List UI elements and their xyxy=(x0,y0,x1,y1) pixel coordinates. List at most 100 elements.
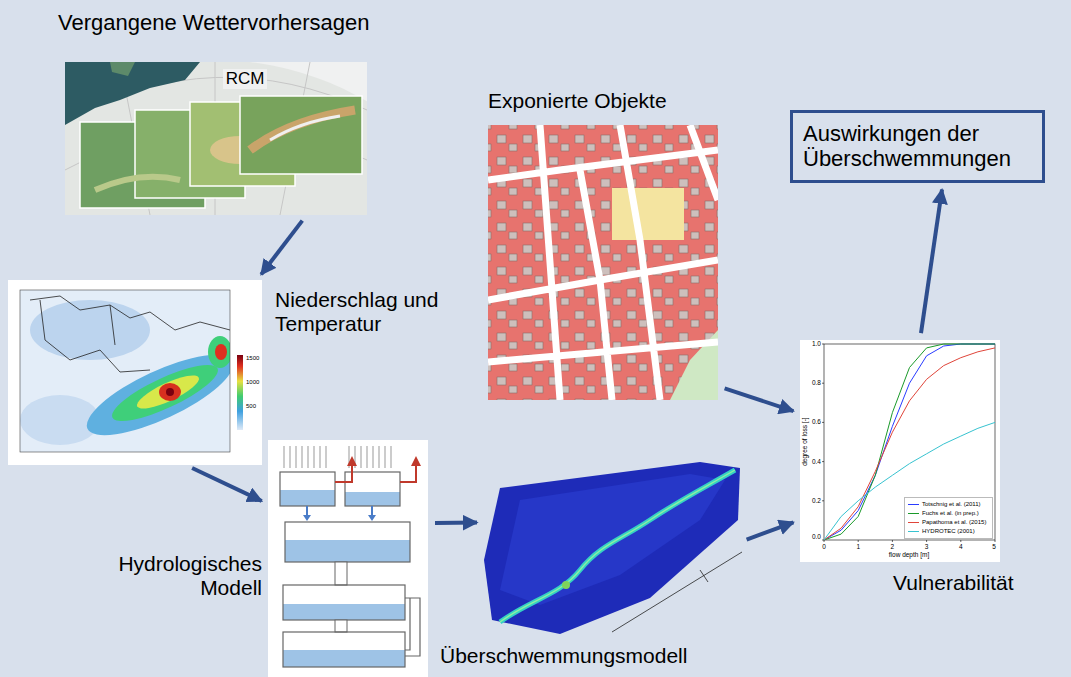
legend-text: Papathoma et al. (2015) xyxy=(922,519,986,525)
legend-line-sample xyxy=(908,531,919,532)
axis-title: degree of loss [-] xyxy=(801,405,808,479)
precipitation-map-illustration-part-part xyxy=(215,344,227,360)
precipitation-map-illustration-part-part xyxy=(30,300,150,360)
flow-arrow xyxy=(747,522,794,539)
precipitation-map-illustration-part-part xyxy=(159,383,181,401)
tick-label: 0.6 xyxy=(809,418,821,425)
rcm-map-illustration-part xyxy=(95,177,180,190)
tick-label: 0.4 xyxy=(809,458,821,465)
flow-arrow xyxy=(192,468,262,501)
result-text: Auswirkungen der Überschwemmungen xyxy=(803,121,1032,172)
vulnerability-chart-part xyxy=(824,344,995,540)
flood-model-illustration-part xyxy=(500,470,735,622)
rcm-map-illustration-part xyxy=(110,62,135,76)
tick-label: 0.2 xyxy=(809,497,821,504)
settlement-map-illustration-part xyxy=(612,188,684,240)
hydrological-model-illustration-part xyxy=(335,620,347,632)
tick-label: 1 xyxy=(852,543,864,550)
tick-label: 3 xyxy=(921,543,933,550)
flood-model-illustration-part xyxy=(484,462,740,634)
tick-label: 0 xyxy=(818,543,830,550)
hydrological-model-illustration-part xyxy=(283,604,405,620)
panel-heading: Vergangene Wettervorhersagen xyxy=(58,10,398,35)
vulnerability-chart-part xyxy=(824,344,995,540)
colorbar-value: 1000 xyxy=(246,379,264,386)
rcm-map-illustration-part xyxy=(270,116,340,140)
legend-text: Fuchs et al. (in prep.) xyxy=(922,510,979,516)
hydrological-model-illustration-part xyxy=(335,464,416,482)
hydrological-model-illustration-part xyxy=(405,598,420,656)
colorbar-value: 1500 xyxy=(246,355,264,362)
settlement-map-illustration-part xyxy=(488,125,718,400)
precipitation-map-illustration-part-part xyxy=(20,395,100,445)
exposure-panel: Exponierte Objekte xyxy=(488,125,718,400)
hydrological-model-illustration-part xyxy=(307,506,372,516)
panel-heading: Exponierte Objekte xyxy=(488,89,748,113)
rcm-map-illustration-part xyxy=(65,62,367,215)
precipitation-map-illustration-part xyxy=(237,355,243,430)
panel-label: Überschwemmungsmodell xyxy=(440,644,720,668)
precipitation-map-illustration-part-part xyxy=(133,369,202,414)
hydrological-model-illustration-part xyxy=(285,522,410,562)
legend-text: Totschnig et al. (2011) xyxy=(922,501,981,507)
legend-item: HYDROTEC (2001) xyxy=(908,527,989,536)
rcm-map-illustration-part xyxy=(240,96,362,174)
precipitation-map-illustration-part xyxy=(20,290,230,452)
precipitation-map-illustration-part-part xyxy=(166,388,174,396)
hydrological-model-illustration-part xyxy=(268,440,428,677)
legend-text: HYDROTEC (2001) xyxy=(922,528,975,534)
vulnerability-chart-part xyxy=(824,344,995,540)
flow-arrow xyxy=(435,521,477,525)
flow-arrow xyxy=(921,190,942,334)
hydrological-model-illustration-part xyxy=(284,446,391,468)
rcm-map-illustration xyxy=(65,62,367,215)
legend-line-sample xyxy=(908,522,919,523)
flood-model-illustration xyxy=(484,462,742,634)
hydrological-model-illustration-part xyxy=(335,562,347,585)
settlement-map-illustration-part xyxy=(488,125,718,400)
panel-label: Hydrologisches Modell xyxy=(106,552,262,600)
flood-model-illustration-part xyxy=(562,581,570,589)
model-label: RCM xyxy=(223,69,267,89)
hydrological-model-illustration-part xyxy=(345,492,400,506)
vulnerability-chart xyxy=(800,340,1000,562)
hydrological-model-illustration-part xyxy=(280,472,335,506)
settlement-map-illustration-part xyxy=(488,125,718,400)
tick-label: 0.0 xyxy=(809,533,821,540)
precipitation-map-illustration-part-part xyxy=(208,336,230,368)
vulnerability-chart-part xyxy=(824,348,995,540)
settlement-map-illustration xyxy=(488,125,718,400)
tick-label: 5 xyxy=(988,543,1000,550)
panel-label: Niederschlag und Temperatur xyxy=(275,288,465,336)
vulnerability-chart-part xyxy=(800,340,1000,562)
tick-label: 0.8 xyxy=(809,379,821,386)
precipitation-map-illustration-part-part xyxy=(30,296,230,372)
flow-arrow xyxy=(725,388,794,411)
result-box: Auswirkungen der Überschwemmungen xyxy=(790,110,1045,183)
vulnerability-chart-part xyxy=(824,422,995,540)
rcm-map-illustration-part xyxy=(65,62,367,215)
hydrological-model-illustration-part xyxy=(283,650,405,667)
legend-item: Totschnig et al. (2011) xyxy=(908,500,989,509)
flow-arrow xyxy=(261,221,302,275)
hydrological-model-panel: Hydrologisches Modell xyxy=(268,440,428,677)
tick-label: 4 xyxy=(955,543,967,550)
hydrological-model-illustration-part xyxy=(283,585,405,620)
flood-model-illustration-part xyxy=(612,552,742,632)
panel-label: Vulnerabilität xyxy=(893,571,1063,595)
axis-title: flow depth [m] xyxy=(869,551,949,558)
rcm-panel: Vergangene WettervorhersagenRCM xyxy=(65,62,367,215)
precipitation-map-illustration xyxy=(8,280,262,465)
tick-label: 2 xyxy=(886,543,898,550)
legend-item: Papathoma et al. (2015) xyxy=(908,518,989,527)
legend-line-sample xyxy=(908,513,919,514)
hydrological-model-illustration-part xyxy=(303,515,376,521)
precipitation-panel: Niederschlag und Temperatur xyxy=(8,280,262,465)
hydrological-model-illustration-part xyxy=(280,490,335,506)
flood-model-panel: Überschwemmungsmodell xyxy=(484,462,740,640)
precipitation-map-illustration-part-part xyxy=(77,339,230,450)
vulnerability-chart-part xyxy=(822,344,995,542)
